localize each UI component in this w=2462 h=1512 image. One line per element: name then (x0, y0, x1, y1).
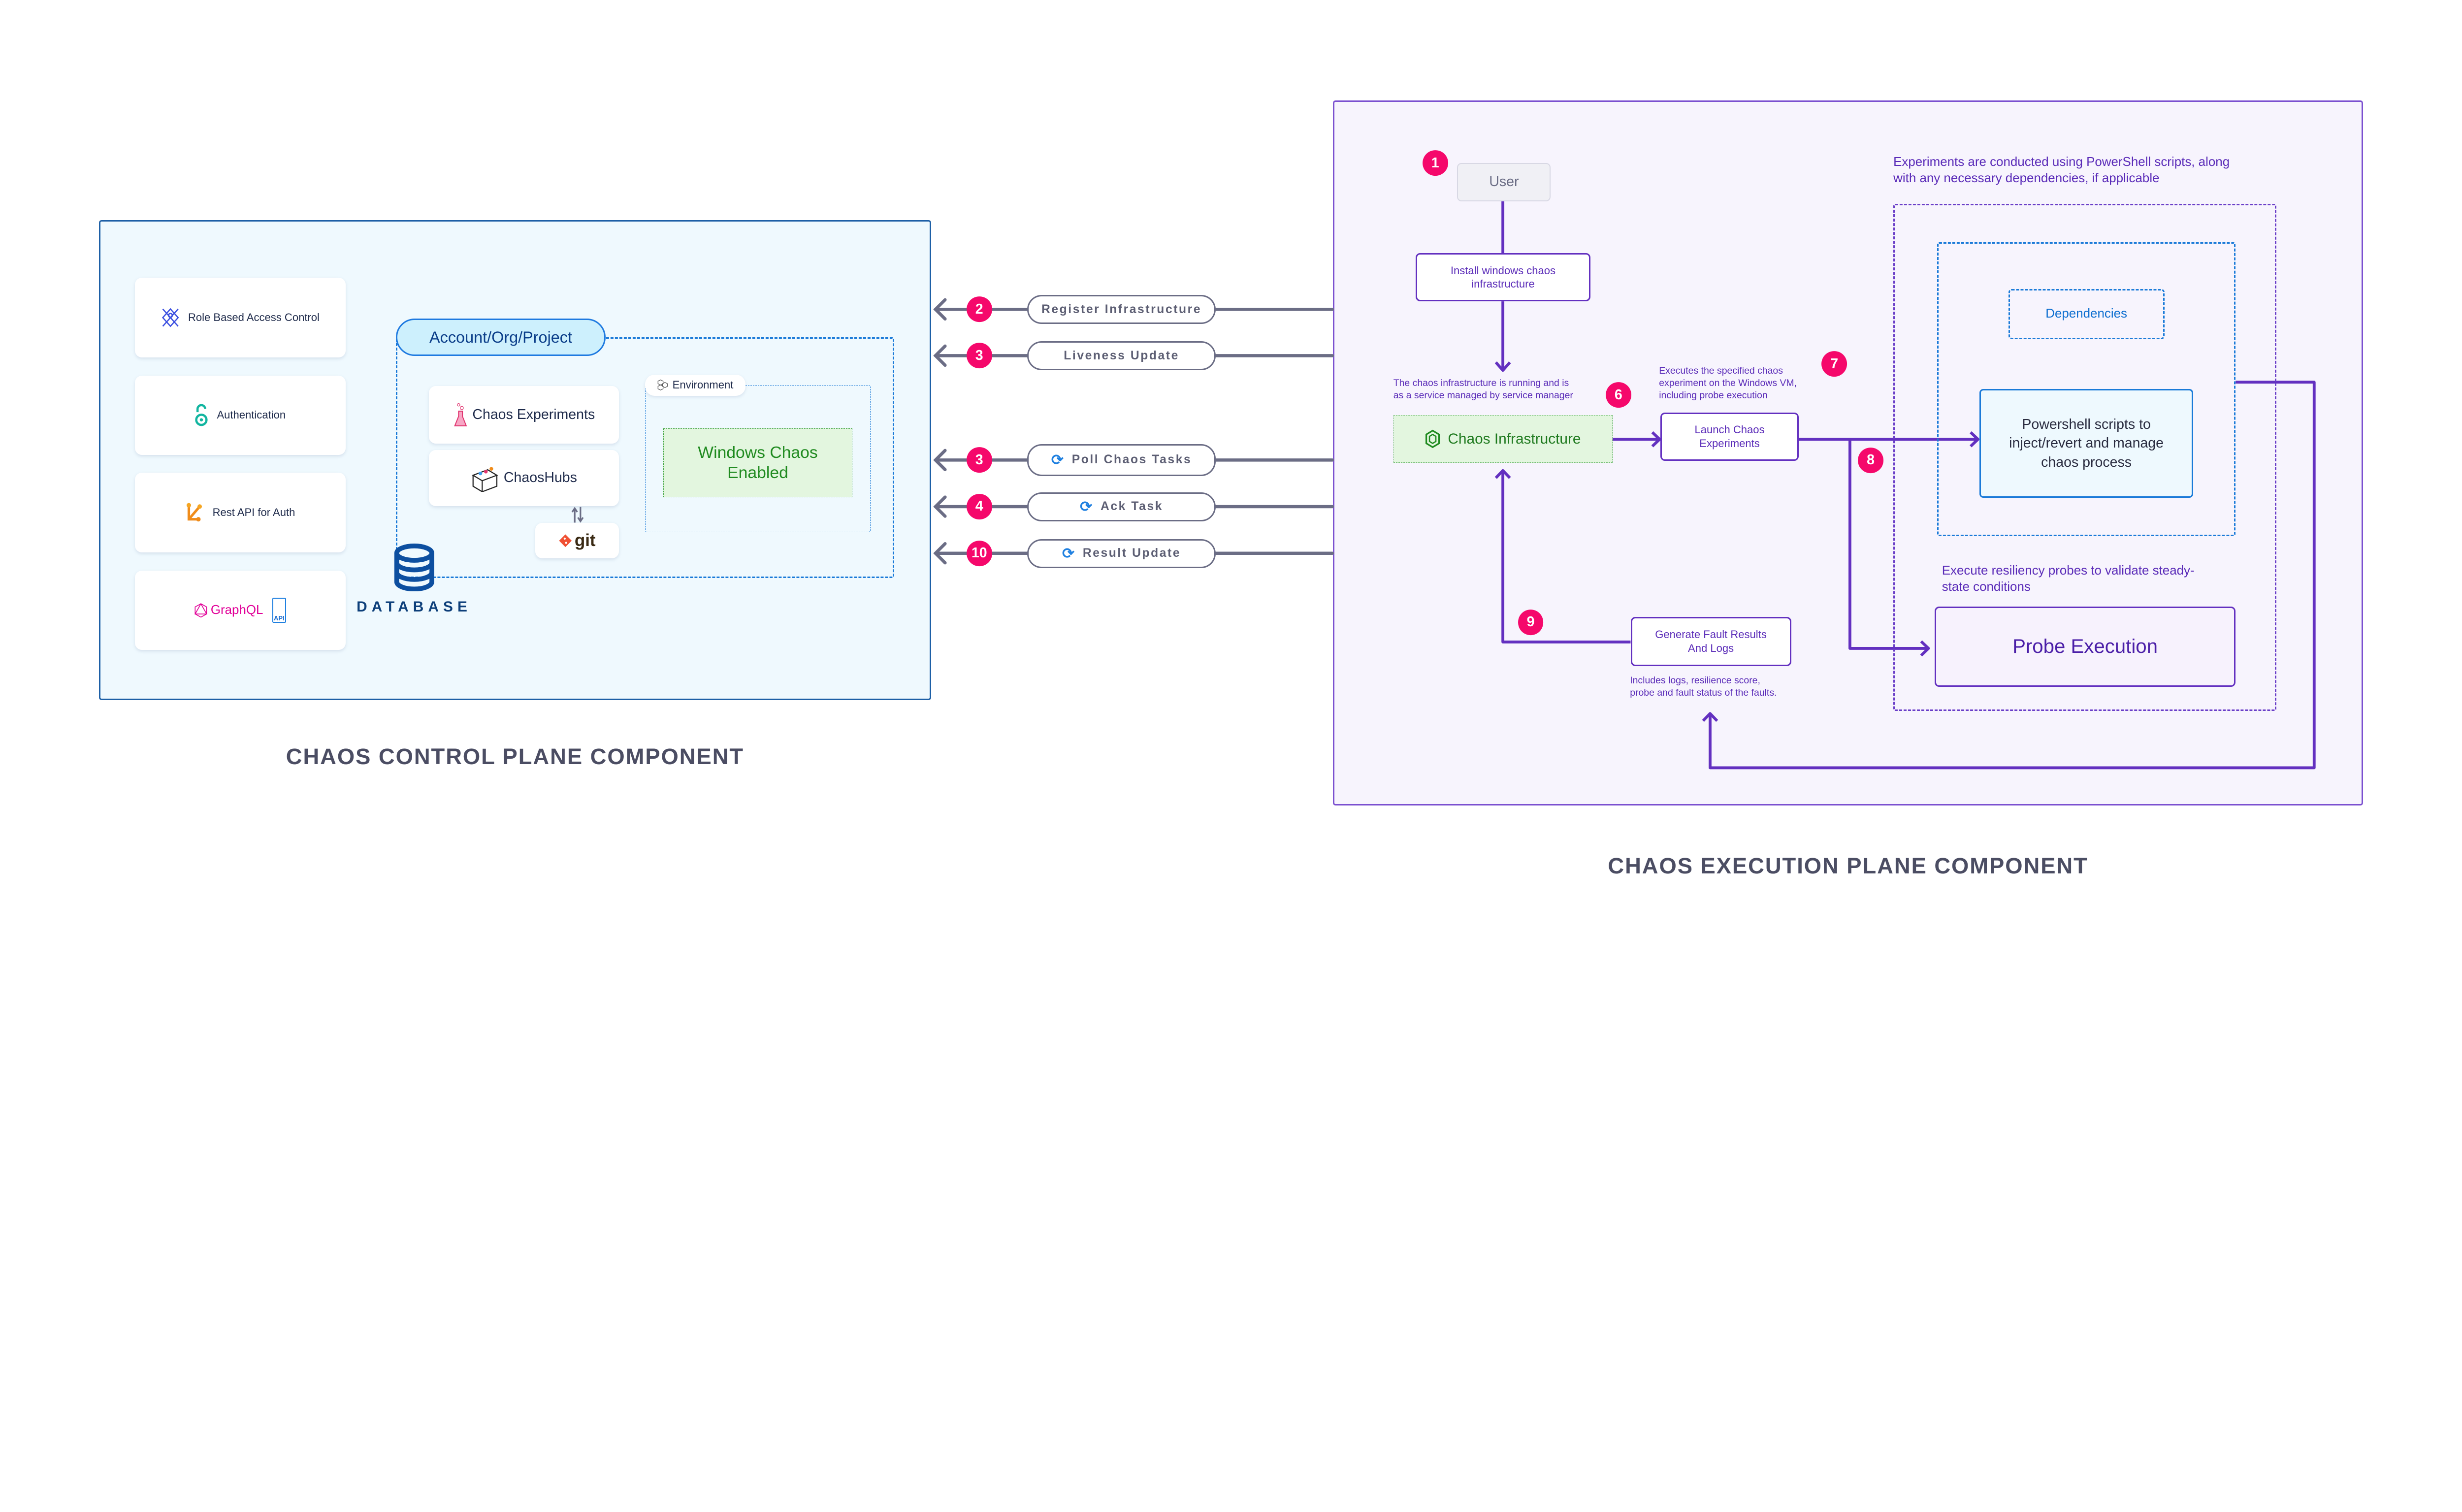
hexagon-icon (1425, 429, 1440, 449)
windows-chaos-enabled: Windows Chaos Enabled (663, 428, 852, 498)
step-badge: 7 (1821, 351, 1847, 377)
open-access-icon (195, 404, 208, 426)
step-badge: 9 (1518, 609, 1544, 635)
infra-to-launch-arrow (1612, 431, 1661, 448)
step-badge: 6 (1605, 382, 1631, 408)
card-label: Rest API for Auth (212, 506, 295, 519)
launch-chaos-experiments-box[interactable]: Launch Chaos Experiments (1660, 413, 1799, 461)
dependencies-box[interactable]: Dependencies (2008, 289, 2165, 339)
scope-container (396, 337, 895, 579)
environment-icon (657, 380, 668, 391)
probe-note: Execute resiliency probes to validate st… (1942, 564, 2195, 594)
message-register-infrastructure[interactable]: Register Infrastructure (1027, 295, 1216, 324)
chaoshubs-icon (471, 467, 498, 492)
card-chaos-experiments[interactable]: Chaos Experiments (429, 386, 619, 444)
results-to-infra-arrow (1494, 469, 1631, 643)
chaos-infrastructure-box[interactable]: Chaos Infrastructure (1393, 415, 1613, 463)
card-git[interactable]: git (535, 523, 619, 559)
graphql-icon (194, 603, 208, 618)
card-rest-api[interactable]: Rest API for Auth (135, 473, 346, 553)
message-result-update[interactable]: ⟳Result Update (1027, 539, 1216, 568)
api-doc-icon: API (272, 597, 287, 623)
sync-up-arrow (571, 507, 578, 523)
git-label: git (574, 531, 596, 550)
infra-note: The chaos infrastructure is running and … (1393, 377, 1573, 401)
message-ack-task[interactable]: ⟳Ack Task (1027, 492, 1216, 521)
sync-down-arrow (577, 507, 584, 523)
vm-execution-box (1893, 204, 2277, 711)
card-authentication[interactable]: Authentication (135, 375, 346, 455)
database-label: DATABASE (356, 598, 472, 615)
step-badge: 4 (966, 494, 992, 519)
step-badge: 3 (966, 447, 992, 473)
scope-pill[interactable]: Account/Org/Project (396, 319, 606, 356)
graphql-label: GraphQL (210, 603, 263, 617)
card-label: Role Based Access Control (188, 311, 320, 323)
card-label: Authentication (217, 409, 286, 421)
environment-box (645, 385, 871, 532)
step-badge: 8 (1858, 448, 1884, 473)
results-feedback-arrow (1702, 381, 2316, 770)
install-to-infra-arrow (1494, 301, 1511, 372)
flask-icon (454, 403, 467, 426)
message-liveness-update[interactable]: Liveness Update (1027, 341, 1216, 371)
powershell-note: Experiments are conducted using PowerShe… (1893, 155, 2230, 185)
database-icon (394, 543, 435, 591)
powershell-scripts-box[interactable]: Powershell scripts to inject/revert and … (1979, 389, 2193, 498)
sync-icon: ⟳ (1062, 545, 1076, 562)
rest-api-icon (187, 503, 202, 521)
card-graphql[interactable]: GraphQL API (135, 570, 346, 650)
step-badge: 3 (966, 343, 992, 369)
launch-to-powershell-arrow (1799, 431, 1979, 448)
control-plane-title: CHAOS CONTROL PLANE COMPONENT (286, 743, 745, 769)
git-icon (559, 534, 572, 547)
step-badge: 1 (1422, 150, 1448, 176)
step-badge: 10 (966, 540, 992, 566)
card-label: ChaosHubs (503, 470, 577, 486)
install-infrastructure-box[interactable]: Install windows chaos infrastructure (1416, 253, 1590, 302)
sync-icon: ⟳ (1051, 451, 1065, 468)
execution-plane-title: CHAOS EXECUTION PLANE COMPONENT (1608, 853, 2088, 878)
sync-icon: ⟳ (1080, 498, 1094, 515)
rbac-icon (162, 308, 179, 327)
probe-execution-box[interactable]: Probe Execution (1934, 607, 2236, 687)
script-execution-box (1937, 242, 2236, 536)
card-chaoshubs[interactable]: ChaosHubs (429, 450, 619, 506)
card-label: Chaos Experiments (472, 406, 595, 422)
environment-label: Environment (645, 374, 746, 396)
generate-note: Includes logs, resilience score,probe an… (1630, 675, 1777, 699)
message-poll-chaos-tasks[interactable]: ⟳Poll Chaos Tasks (1027, 444, 1216, 476)
generate-results-box[interactable]: Generate Fault Results And Logs (1630, 616, 1791, 666)
step-badge: 2 (966, 296, 992, 322)
card-rbac[interactable]: Role Based Access Control (135, 278, 346, 357)
launch-to-probe-arrow (1848, 439, 1930, 657)
user-box[interactable]: User (1457, 163, 1551, 201)
